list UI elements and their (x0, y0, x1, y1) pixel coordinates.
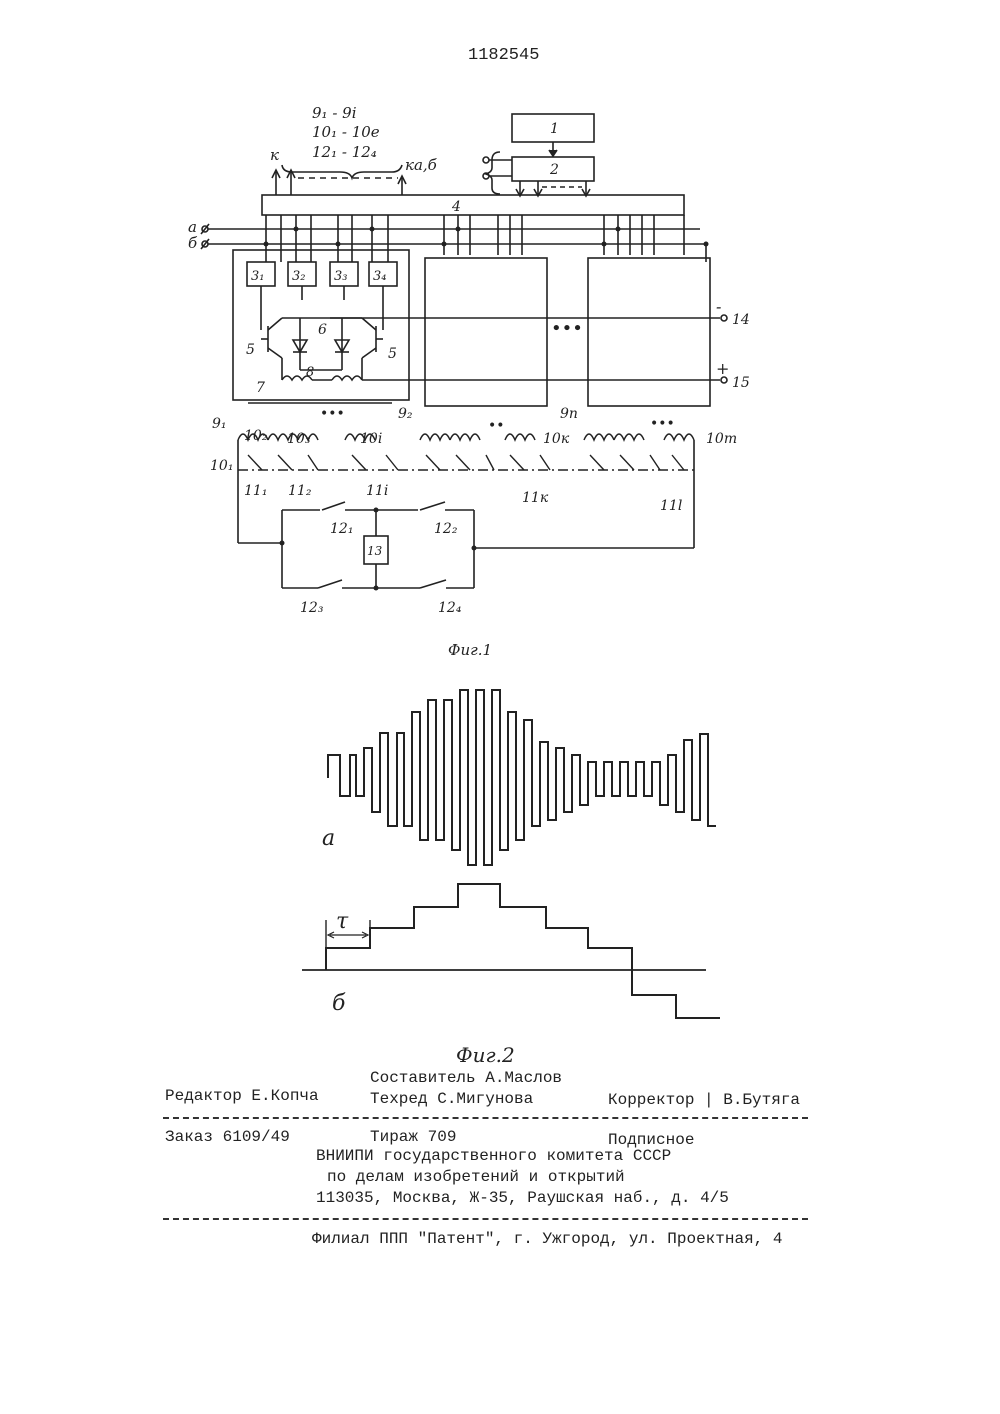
waveform-b (326, 884, 720, 1018)
block-3-4-label: 3₄ (373, 269, 386, 284)
cell-2 (425, 258, 547, 406)
ellipsis-windings-3: ••• (650, 416, 675, 432)
ellipsis-cells: ••• (551, 318, 583, 339)
terminal-minus: - (716, 297, 721, 316)
label-k-left: к (270, 146, 279, 164)
label-top-9: 9₁ - 9i (312, 104, 357, 122)
footer-techred: Техред С.Мигунова (370, 1090, 533, 1108)
label-k-right: ка,б (405, 156, 438, 174)
ellipsis-windings-1: ••• (320, 406, 345, 422)
tau-label: τ (336, 909, 349, 934)
block-4 (262, 195, 684, 215)
label-10-k: 10к (543, 431, 570, 447)
block-13-label: 13 (367, 544, 383, 558)
terminal-14: 14 (732, 312, 750, 328)
block-3-1-label: 3₁ (251, 269, 264, 284)
block-4-label: 4 (451, 199, 461, 215)
label-9-1: 9₁ (212, 416, 227, 432)
terminal-plus: + (716, 359, 729, 378)
label-5-left: 5 (246, 342, 255, 358)
waveform-b-label: б (332, 991, 346, 1016)
label-11-2: 11₂ (288, 483, 312, 499)
footer-branch: Филиал ППП "Патент", г. Ужгород, ул. Про… (312, 1230, 782, 1248)
input-b-label: б (188, 234, 198, 252)
label-10-1: 10₁ (210, 458, 233, 474)
footer-address: 113035, Москва, Ж-35, Раушская наб., д. … (316, 1189, 729, 1207)
footer-compiler: Составитель А.Маслов (370, 1069, 562, 1087)
label-7: 7 (256, 380, 265, 396)
footer-org2: по делам изобретений и открытий (327, 1168, 625, 1186)
waveform-a (328, 690, 716, 865)
cell-n (588, 258, 710, 406)
label-12-4: 12₄ (438, 600, 462, 616)
label-12-3: 12₃ (300, 600, 324, 616)
fig1-caption: Фиг.1 (448, 641, 492, 659)
label-5-right: 5 (388, 346, 397, 362)
footer-org1: ВНИИПИ государственного комитета СССР (316, 1147, 671, 1165)
block-3-2-label: 3₂ (292, 269, 305, 284)
label-11-i: 11i (366, 483, 388, 499)
block-3-3-label: 3₃ (334, 269, 347, 284)
label-10-3: 10₃ (287, 431, 311, 447)
block-1-label: 1 (550, 121, 559, 137)
footer-edition: Тираж 709 (370, 1128, 456, 1146)
label-11-1: 11₁ (244, 483, 267, 499)
footer-corrector: Корректор | В.Бутяга (608, 1091, 800, 1109)
footer-order: Заказ 6109/49 (165, 1128, 290, 1146)
fig2-waveforms: а τ б Фиг.2 (0, 670, 1000, 1070)
label-top-10: 10₁ - 10e (312, 123, 380, 141)
label-8: 8 (306, 365, 314, 380)
ellipsis-windings-2: •• (488, 418, 505, 434)
label-12-1: 12₁ (330, 521, 353, 537)
waveform-a-label: а (322, 826, 335, 851)
footer-rule-2 (163, 1218, 808, 1220)
label-12-2: 12₂ (434, 521, 458, 537)
footer-rule-1 (163, 1117, 808, 1119)
footer-editor: Редактор Е.Копча (165, 1087, 319, 1105)
label-9-n: 9n (560, 406, 578, 422)
terminal-15: 15 (732, 375, 750, 391)
label-10-2: 10₂ (244, 428, 268, 444)
label-9-2: 9₂ (398, 406, 413, 422)
label-top-12: 12₁ - 12₄ (312, 143, 377, 161)
label-11-k: 11к (522, 490, 549, 506)
label-10-i: 10i (360, 431, 382, 447)
fig2-caption: Фиг.2 (456, 1043, 515, 1067)
label-11-l: 11l (660, 498, 682, 514)
fig1-circuit-diagram: 9₁ - 9i 10₁ - 10e 12₁ - 12₄ к ка,б 1 2 4… (0, 0, 1000, 680)
label-6: 6 (318, 322, 327, 338)
label-10-m: 10m (706, 431, 737, 447)
block-2-label: 2 (549, 162, 559, 178)
